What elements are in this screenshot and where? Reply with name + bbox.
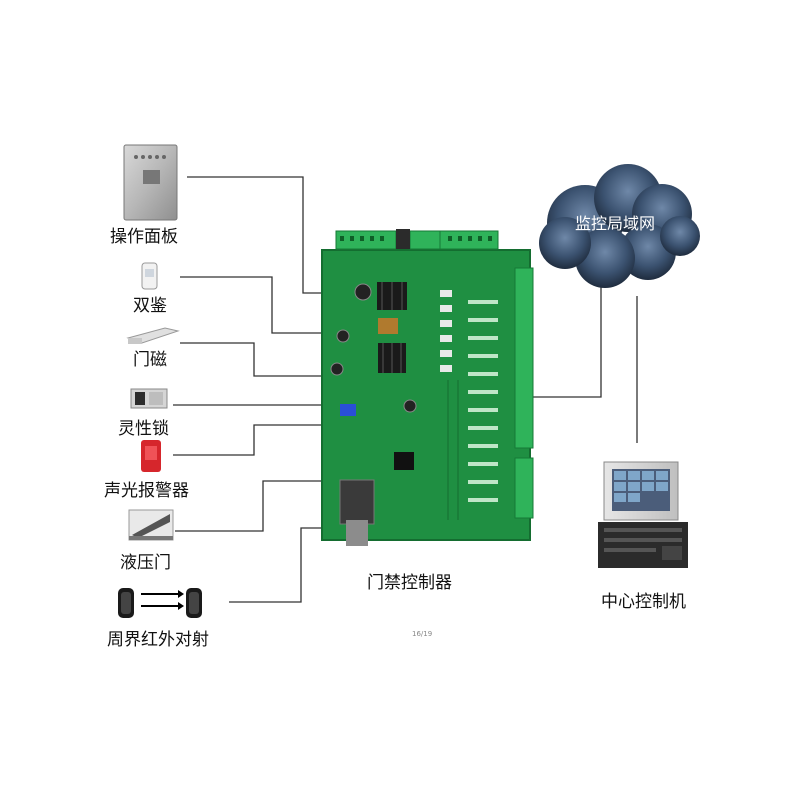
panel-connector (187, 176, 322, 294)
alarm-connector (173, 424, 322, 456)
connector-lines (173, 176, 638, 603)
beam-connector (229, 527, 322, 603)
device-label-beam: 周界红外对射 (107, 630, 209, 650)
strobe-alarm-icon (141, 440, 161, 472)
controller-label: 门禁控制器 (367, 573, 452, 593)
device-label-alarm: 声光报警器 (104, 481, 189, 501)
dual-connector (180, 276, 322, 334)
device-label-lock: 灵性锁 (118, 419, 169, 439)
door-magnet-icon (126, 327, 180, 344)
computer-icon (598, 461, 688, 568)
device-label-panel: 操作面板 (110, 227, 178, 247)
operation-panel-icon (123, 144, 178, 221)
network-label: 监控局域网 (575, 214, 656, 233)
device-label-door: 液压门 (120, 553, 171, 573)
dual-tech-detector-icon (141, 262, 158, 290)
hydraulic-door-icon (128, 509, 174, 541)
cloud-icon (539, 164, 700, 288)
device-label-magnet: 门磁 (133, 350, 167, 370)
access-controller-board-icon (321, 229, 534, 546)
device-label-dual: 双鉴 (133, 296, 167, 316)
network-connector (528, 285, 602, 398)
smart-lock-icon (130, 388, 168, 409)
infrared-beam-icon (118, 588, 202, 618)
page-number: 16/19 (412, 630, 433, 638)
door-connector (175, 480, 322, 532)
magnet-connector (180, 342, 322, 377)
center-label: 中心控制机 (601, 592, 686, 612)
